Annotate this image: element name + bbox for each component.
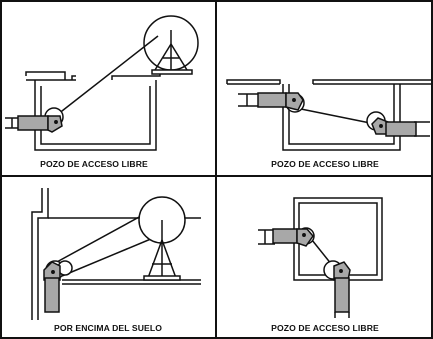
panel-1-caption: POZO DE ACCESO LIBRE xyxy=(40,159,148,169)
panel-1-drawing xyxy=(5,15,199,151)
panel-2-cable xyxy=(295,107,381,126)
panel-3-drawing xyxy=(31,188,201,320)
panel-4-pipe-left xyxy=(258,228,314,247)
panel-4-caption: POZO DE ACCESO LIBRE xyxy=(271,323,379,333)
panel-1-cable xyxy=(52,35,159,119)
panel-3-caption: POR ENCIMA DEL SUELO xyxy=(54,323,162,333)
panel-2-pit-walls xyxy=(226,79,432,151)
panel-3-reel xyxy=(138,196,186,281)
panel-3-cable-lower xyxy=(61,235,159,277)
panel-3-cable xyxy=(54,209,153,264)
panel-4-drawing xyxy=(258,197,383,318)
panel-2-pipe-left xyxy=(238,92,304,111)
panel-1-pit-walls xyxy=(25,71,161,151)
panel-4-pipe-down xyxy=(333,261,351,318)
panel-1-pipe xyxy=(5,115,63,133)
panel-3-pipe xyxy=(43,261,61,313)
panel-2-drawing xyxy=(226,79,432,151)
panel-2-pipe-right xyxy=(371,117,430,137)
panel-1-reel xyxy=(143,15,199,75)
panel-4-cable xyxy=(311,239,333,266)
panel-2-caption: POZO DE ACCESO LIBRE xyxy=(271,159,379,169)
